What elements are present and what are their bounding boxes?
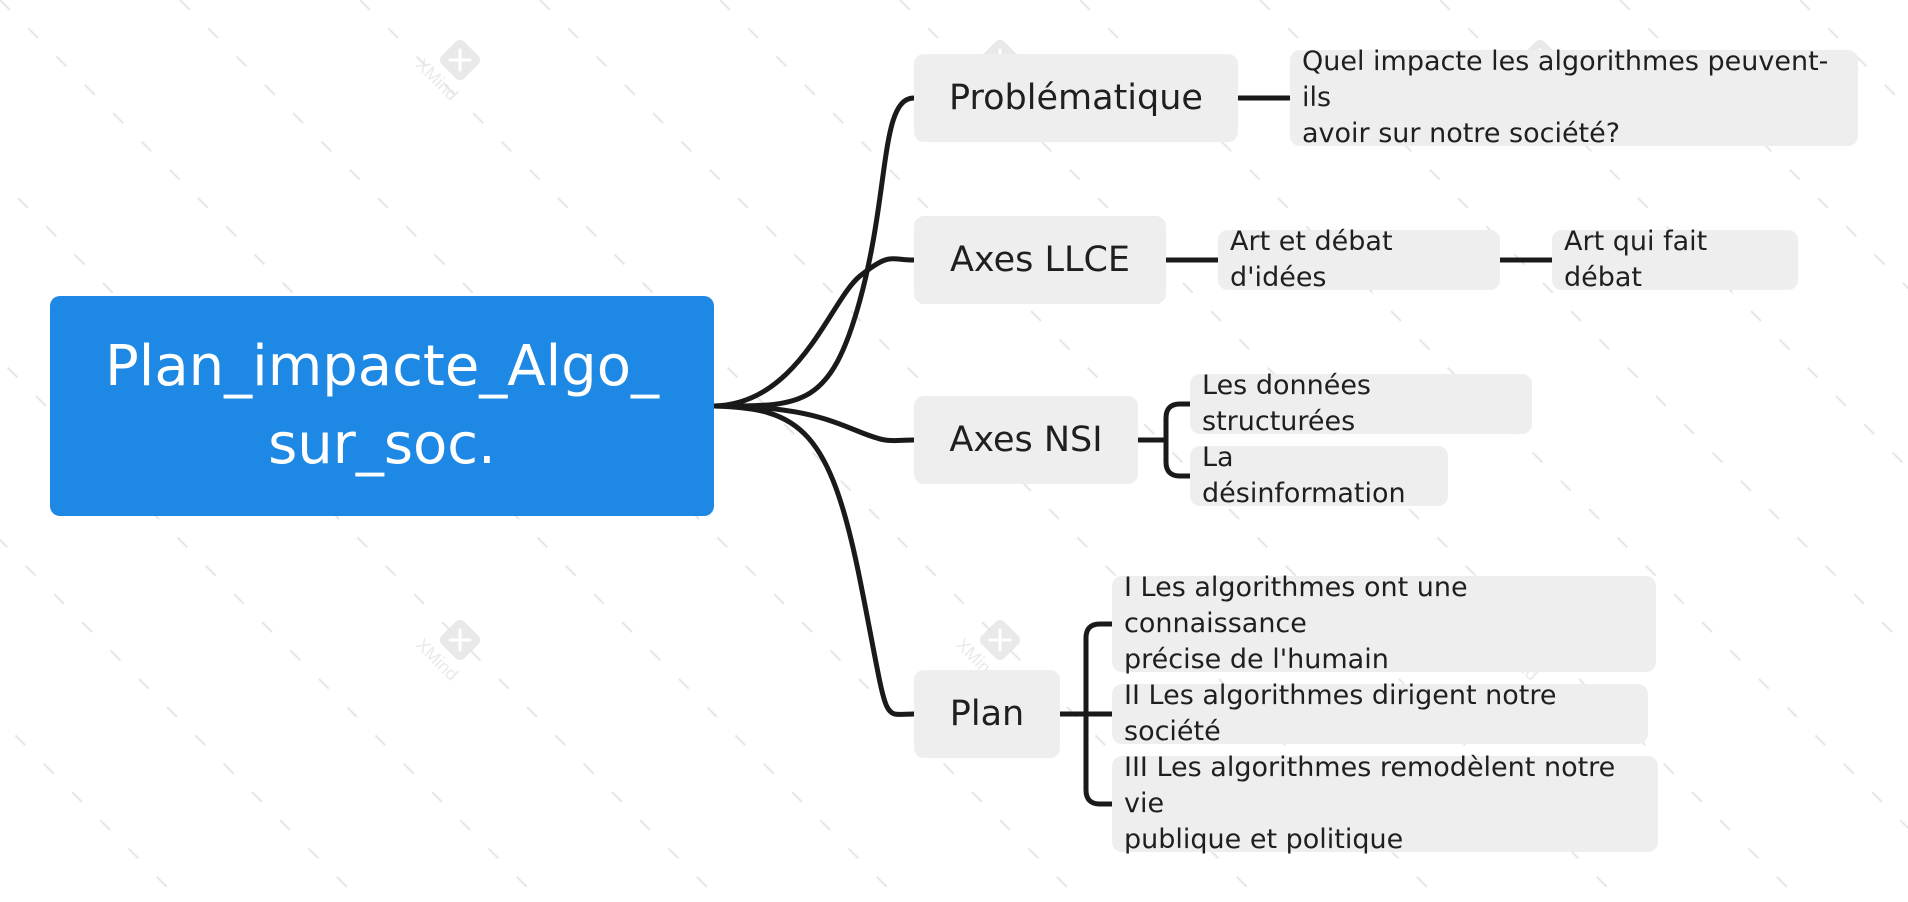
subtopic-art-qui-fait-debat[interactable]: Art qui fait débat bbox=[1552, 226, 1798, 293]
watermark-hatch-line bbox=[899, 0, 1803, 902]
topic-label: Problématique bbox=[949, 78, 1203, 118]
watermark-hatch-line bbox=[359, 0, 1263, 902]
subtopic-label: I Les algorithmes ont une connaissance p… bbox=[1124, 572, 1468, 675]
topic-axes-llce[interactable]: Axes LLCE bbox=[914, 216, 1166, 304]
watermark-hatch-line bbox=[539, 0, 1443, 902]
subtopic-plan-part-1[interactable]: I Les algorithmes ont une connaissance p… bbox=[1112, 572, 1656, 675]
watermark-hatch-line bbox=[1079, 0, 1908, 830]
subtopic-label: Art qui fait débat bbox=[1564, 226, 1708, 293]
topic-label: Axes LLCE bbox=[949, 240, 1131, 280]
watermark-hatch-line bbox=[179, 0, 1083, 902]
subtopic-art-debat-idees[interactable]: Art et débat d'idées bbox=[1218, 226, 1500, 293]
subtopic-label: III Les algorithmes remodèlent notre vie… bbox=[1124, 752, 1616, 855]
connector-root-axes-llce bbox=[711, 256, 917, 409]
subtopic-label: La désinformation bbox=[1202, 442, 1406, 509]
topic-label: Plan bbox=[949, 694, 1025, 734]
subtopic-plan-part-3[interactable]: III Les algorithmes remodèlent notre vie… bbox=[1112, 752, 1658, 855]
watermark-hatch-line bbox=[1619, 0, 1908, 290]
watermark-hatch-line bbox=[1259, 0, 1908, 650]
connector-root-problematique bbox=[711, 95, 917, 409]
root-topic[interactable]: Plan_impacte_Algo_ sur_soc. bbox=[50, 296, 714, 516]
subtopic-label: Quel impacte les algorithmes peuvent-ils… bbox=[1302, 46, 1829, 149]
subtopic-label: Les données structurées bbox=[1202, 370, 1372, 437]
topic-axes-nsi[interactable]: Axes NSI bbox=[914, 396, 1138, 484]
watermark-hatch-line bbox=[1439, 0, 1908, 470]
subtopic-label: Art et débat d'idées bbox=[1230, 226, 1393, 293]
topic-problematique[interactable]: Problématique bbox=[914, 54, 1238, 142]
connector-nsi-bracket bbox=[1163, 401, 1193, 479]
watermark-hatch-line bbox=[719, 0, 1623, 902]
subtopic-donnees-structurees[interactable]: Les données structurées bbox=[1190, 370, 1532, 437]
topic-plan[interactable]: Plan bbox=[914, 670, 1060, 758]
watermark-hatch-line bbox=[0, 0, 903, 902]
connector-root-axes-nsi bbox=[711, 403, 917, 444]
subtopic-plan-part-2[interactable]: II Les algorithmes dirigent notre sociét… bbox=[1112, 680, 1648, 747]
subtopic-question[interactable]: Quel impacte les algorithmes peuvent-ils… bbox=[1290, 46, 1858, 149]
root-topic-label: Plan_impacte_Algo_ sur_soc. bbox=[105, 334, 659, 477]
connector-root-plan bbox=[711, 403, 917, 717]
subtopic-label: II Les algorithmes dirigent notre sociét… bbox=[1124, 680, 1557, 747]
subtopic-desinformation[interactable]: La désinformation bbox=[1190, 442, 1448, 509]
topic-label: Axes NSI bbox=[949, 420, 1103, 460]
